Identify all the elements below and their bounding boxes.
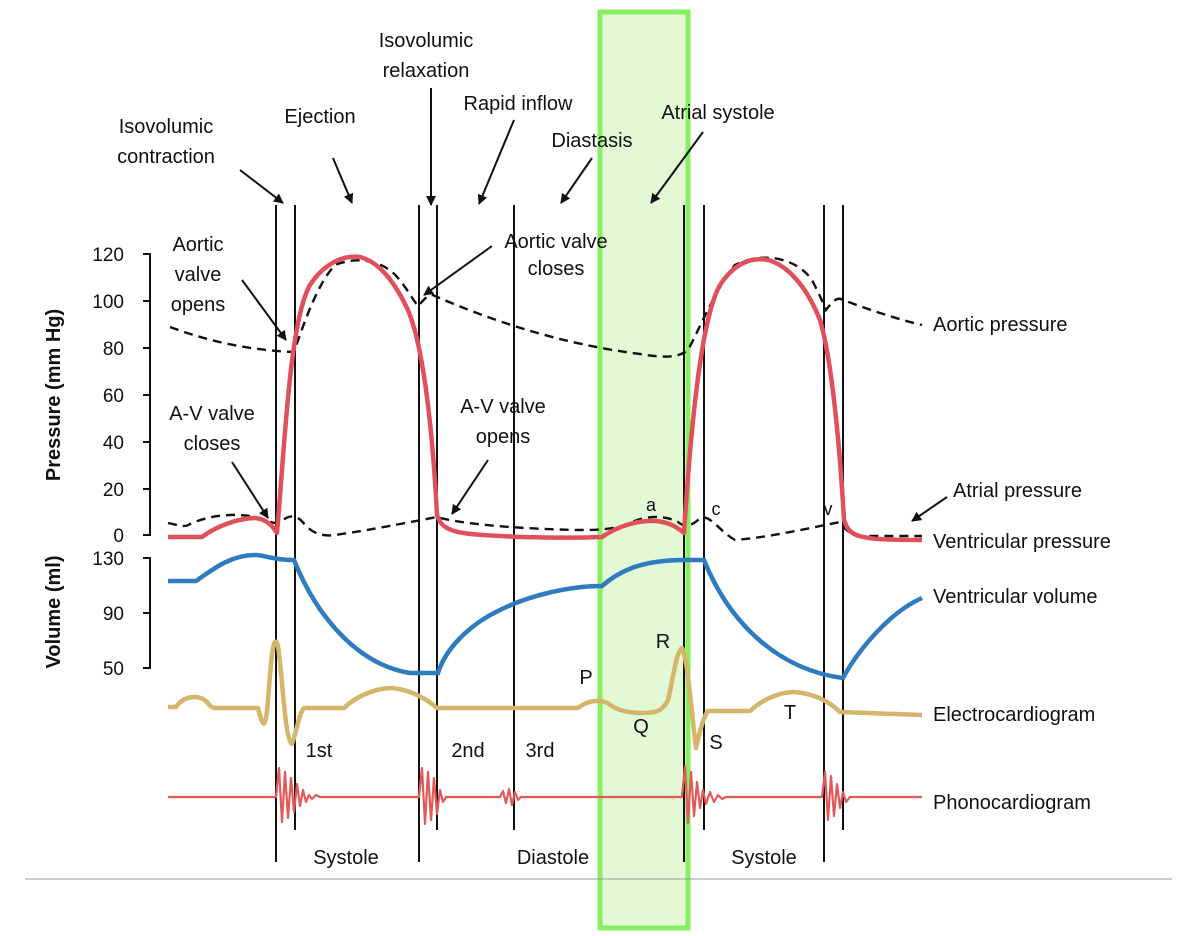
phase-divider-lines (275, 205, 844, 862)
pressure-tick-0: 0 (113, 526, 124, 547)
arrow-isovolumic-contraction (239, 169, 284, 204)
heart-sound-3rd: 3rd (526, 740, 555, 762)
pressure-axis-title: Pressure (mm Hg) (43, 309, 65, 481)
label-atrial-pressure: Atrial pressure (953, 480, 1082, 502)
wave-R: R (656, 631, 670, 653)
wave-c: c (712, 499, 721, 519)
volume-tick-90: 90 (103, 604, 124, 625)
volume-tick-50: 50 (103, 659, 124, 680)
arrow-atrial-pressure (911, 496, 948, 522)
label-ejection: Ejection (284, 106, 355, 128)
pressure-tick-40: 40 (103, 433, 124, 454)
label-diastasis: Diastasis (551, 130, 632, 152)
ventricular-pressure-trace (168, 254, 923, 543)
ventricular-volume-trace (168, 552, 923, 681)
label-aortic-valve-opens-2: valve (175, 264, 222, 286)
heart-sound-2nd: 2nd (451, 740, 484, 762)
arrow-ejection (332, 157, 354, 204)
volume-tick-130: 130 (92, 549, 124, 570)
label-isovolumic-contraction-2: contraction (117, 146, 215, 168)
arrow-rapid-inflow (477, 119, 515, 205)
label-aortic-valve-closes-2: closes (528, 258, 585, 280)
arrow-aortic-valve-opens (241, 279, 287, 341)
label-av-valve-closes-1: A-V valve (169, 403, 255, 425)
label-isovolumic-relaxation-1: Isovolumic (379, 30, 473, 52)
label-aortic-valve-closes-1: Aortic valve (504, 231, 607, 253)
arrow-atrial-systole (650, 131, 704, 204)
period-systole-1: Systole (313, 847, 379, 869)
label-isovolumic-relaxation-2: relaxation (383, 60, 470, 82)
label-rapid-inflow: Rapid inflow (464, 93, 574, 115)
wave-P: P (579, 667, 592, 689)
pressure-tick-100: 100 (92, 292, 124, 313)
volume-axis (143, 557, 151, 669)
arrow-av-valve-closes (231, 461, 269, 519)
period-diastole: Diastole (517, 847, 589, 869)
arrow-av-valve-opens (451, 459, 489, 515)
ecg-trace (168, 639, 923, 751)
arrow-diastasis (560, 157, 593, 204)
phonocardiogram-trace (168, 764, 922, 826)
atrial-pressure-trace (167, 513, 922, 542)
label-aortic-valve-opens-3: opens (171, 294, 226, 316)
label-aortic-valve-opens-1: Aortic (172, 234, 223, 256)
label-av-valve-opens-2: opens (476, 426, 531, 448)
label-av-valve-opens-1: A-V valve (460, 396, 546, 418)
arrow-aortic-valve-closes (423, 245, 493, 296)
wave-T: T (784, 702, 796, 724)
wave-v: v (824, 499, 833, 519)
pressure-tick-20: 20 (103, 480, 124, 501)
pressure-axis (143, 253, 151, 536)
heart-sound-1st: 1st (306, 740, 333, 762)
wave-a: a (646, 495, 657, 515)
label-aortic-pressure: Aortic pressure (933, 314, 1068, 336)
atrial-systole-highlight (597, 9, 691, 931)
annotation-arrows (231, 88, 948, 522)
pressure-tick-120: 120 (92, 245, 124, 266)
wave-S: S (709, 732, 722, 754)
volume-axis-title: Volume (ml) (43, 556, 65, 669)
label-ventricular-pressure: Ventricular pressure (933, 531, 1111, 553)
label-atrial-systole: Atrial systole (661, 102, 774, 124)
pressure-tick-60: 60 (103, 386, 124, 407)
label-av-valve-closes-2: closes (184, 433, 241, 455)
label-phonocardiogram: Phonocardiogram (933, 792, 1091, 814)
wave-Q: Q (633, 716, 649, 738)
aortic-pressure-trace (169, 256, 923, 358)
pressure-tick-80: 80 (103, 339, 124, 360)
period-systole-2: Systole (731, 847, 797, 869)
label-ventricular-volume: Ventricular volume (933, 586, 1098, 608)
label-electrocardiogram: Electrocardiogram (933, 704, 1095, 726)
label-isovolumic-contraction-1: Isovolumic (119, 116, 213, 138)
